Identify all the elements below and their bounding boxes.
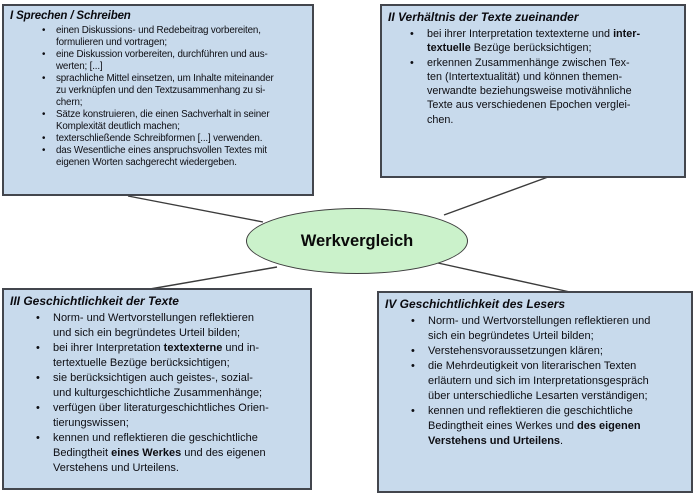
bullet-item: Norm- und Wertvorstellungen reflektieren… (36, 311, 304, 341)
bullet-text: eine Diskussion vorbereiten, durchführen… (56, 49, 268, 72)
werkvergleich-node: Werkvergleich (246, 208, 468, 274)
box-geschichtlichkeit-der-texte: III Geschichtlichkeit der Texte Norm- un… (2, 288, 312, 490)
bullet-text: kennen und reflektieren die geschichtlic… (428, 405, 633, 432)
bullet-text-bold: des eigenen Verstehens und Urteilens (428, 420, 641, 447)
bullet-item: texterschließende Schreibformen [...] ve… (42, 133, 306, 145)
bullet-item: sprachliche Mittel einsetzen, um Inhalte… (42, 73, 306, 109)
bullet-text: Norm- und Wertvorstellungen reflektieren… (428, 315, 651, 342)
bullet-item: kennen und reflektieren die geschichtlic… (411, 404, 685, 449)
bullet-text: und des eigenen Verstehens und Urteilens… (53, 447, 266, 474)
bullet-text: Bezüge berücksichtigen; (470, 42, 592, 55)
bullet-text: sie berücksichtigen auch geistes-, sozia… (53, 372, 263, 399)
bullet-text: bei ihrer Interpretation (53, 342, 164, 354)
bullet-text: texterschließende Schreibformen [...] ve… (56, 133, 263, 144)
box-verhaeltnis-der-texte-bullets: bei ihrer Interpretation textexterne und… (388, 27, 678, 127)
bullet-text: Norm- und Wertvorstellungen reflektieren… (53, 312, 254, 339)
bullet-item: kennen und reflektieren die geschichtlic… (36, 431, 304, 476)
box-sprechen-schreiben-bullets: einen Diskussions- und Redebeitrag vorbe… (10, 25, 306, 169)
bullet-text-bold: inter- textuelle (427, 28, 641, 55)
bullet-text: kennen und reflektieren die geschichtlic… (53, 432, 258, 459)
bullet-text: Verstehensvoraussetzungen klären; (428, 345, 603, 357)
connector-top-right (443, 176, 549, 216)
bullet-item: erkennen Zusammenhänge zwischen Tex- ten… (410, 56, 678, 127)
bullet-item: das Wesentliche eines anspruchsvollen Te… (42, 145, 306, 169)
box-geschichtlichkeit-des-lesers: IV Geschichtlichkeit des Lesers Norm- un… (377, 291, 693, 493)
bullet-item: verfügen über literaturgeschichtliches O… (36, 401, 304, 431)
bullet-text: . (560, 435, 564, 447)
bullet-text: bei ihrer Interpretation textexterne und (427, 28, 614, 40)
bullet-item: Verstehensvoraussetzungen klären; (411, 344, 685, 359)
bullet-item: eine Diskussion vorbereiten, durchführen… (42, 49, 306, 73)
bullet-text: verfügen über literaturgeschichtliches O… (53, 402, 269, 429)
bullet-item: bei ihrer Interpretation textexterne und… (36, 341, 304, 371)
bullet-item: einen Diskussions- und Redebeitrag vorbe… (42, 25, 306, 49)
bullet-item: sie berücksichtigen auch geistes-, sozia… (36, 371, 304, 401)
bullet-item: die Mehrdeutigkeit von literarischen Tex… (411, 359, 685, 404)
box-geschichtlichkeit-des-lesers-bullets: Norm- und Wertvorstellungen reflektieren… (385, 314, 685, 449)
box-verhaeltnis-der-texte-title: II Verhältnis der Texte zueinander (388, 10, 579, 24)
box-geschichtlichkeit-der-texte-bullets: Norm- und Wertvorstellungen reflektieren… (10, 311, 304, 476)
bullet-text-bold: textexterne (163, 342, 223, 354)
box-sprechen-schreiben-title: I Sprechen / Schreiben (10, 10, 131, 22)
bullet-text: und in- tertextuelle Bezüge berücksichti… (53, 342, 260, 369)
connector-top-left (127, 195, 264, 223)
connector-bottom-left (149, 266, 278, 290)
bullet-text: einen Diskussions- und Redebeitrag vorbe… (56, 25, 261, 48)
box-geschichtlichkeit-des-lesers-title: IV Geschichtlichkeit des Lesers (385, 297, 566, 311)
bullet-item: bei ihrer Interpretation textexterne und… (410, 27, 678, 56)
bullet-text-bold: eines Werkes (111, 447, 182, 459)
box-verhaeltnis-der-texte: II Verhältnis der Texte zueinander bei i… (380, 4, 686, 178)
bullet-item: Sätze konstruieren, die einen Sachverhal… (42, 109, 306, 133)
bullet-text: erkennen Zusammenhänge zwischen Tex- ten… (427, 56, 632, 126)
bullet-text: Sätze konstruieren, die einen Sachverhal… (56, 109, 270, 132)
center-label: Werkvergleich (300, 231, 414, 250)
bullet-item: Norm- und Wertvorstellungen reflektieren… (411, 314, 685, 344)
box-geschichtlichkeit-der-texte-title: III Geschichtlichkeit der Texte (10, 294, 179, 308)
bullet-text: das Wesentliche eines anspruchsvollen Te… (56, 145, 267, 168)
bullet-text: die Mehrdeutigkeit von literarischen Tex… (428, 360, 649, 402)
box-sprechen-schreiben: I Sprechen / Schreiben einen Diskussions… (2, 4, 314, 196)
connector-bottom-right (437, 262, 571, 293)
bullet-text: sprachliche Mittel einsetzen, um Inhalte… (56, 73, 274, 108)
